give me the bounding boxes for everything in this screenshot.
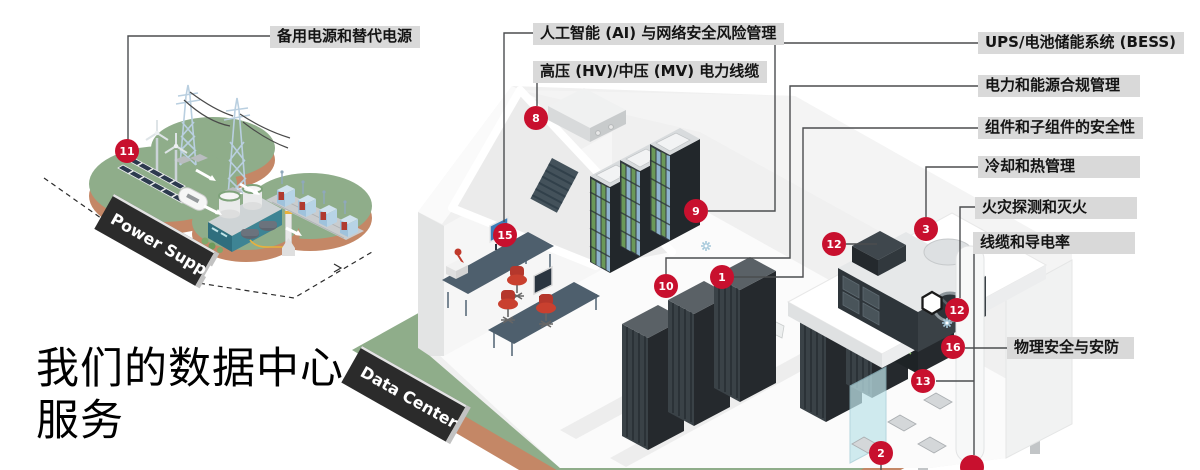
chimney-tower-icon — [241, 197, 295, 256]
label-cooling-thermal: 冷却和热管理 — [978, 156, 1140, 178]
desk-lamp-icon — [454, 248, 464, 264]
marker-12-fire: 12 — [945, 298, 969, 322]
marker-16-security: 16 — [941, 335, 965, 359]
transmission-towers-icon — [175, 84, 251, 197]
page-title: 我们的数据中心 服务 — [36, 344, 344, 447]
printer-icon — [446, 260, 468, 279]
label-backup-power: 备用电源和替代电源 — [270, 26, 421, 48]
marker-3-cooling: 3 — [914, 217, 938, 241]
page-title-line1: 我们的数据中心 — [36, 344, 344, 394]
marker-1-racks: 1 — [710, 265, 734, 289]
snowflake-icon — [701, 241, 711, 251]
transformer-units-icon — [266, 170, 364, 240]
marker-partial-bottom — [960, 455, 984, 470]
label-cables-conductivity: 线缆和导电率 — [973, 232, 1135, 254]
power-lines-icon — [183, 91, 291, 149]
hv-mv-cable-box — [548, 88, 626, 142]
hexagon-icon — [921, 290, 943, 316]
flow-arrows — [195, 168, 302, 236]
server-racks-front — [622, 257, 776, 450]
marker-13-cables: 13 — [911, 369, 935, 393]
connector-lines — [127, 32, 1007, 470]
label-physical-security: 物理安全与安防 — [1007, 337, 1134, 359]
vent-grille — [530, 158, 579, 213]
marker-15-ai-office: 15 — [493, 223, 517, 247]
snowflake-icon — [942, 318, 952, 328]
floor-vents — [851, 392, 953, 454]
marker-10-compliance: 10 — [654, 274, 678, 298]
label-fire-detection: 火灾探测和灭火 — [975, 197, 1137, 219]
label-ups-bess: UPS/电池储能系统 (BESS) — [978, 32, 1185, 54]
marker-9-ups: 9 — [684, 199, 708, 223]
marker-12-hvac: 12 — [822, 232, 846, 256]
ups-battery-racks — [589, 128, 700, 273]
wind-turbine-icon — [145, 120, 188, 184]
office-chair-icon — [498, 266, 556, 328]
power-supply-islands: Power Supply — [43, 84, 373, 299]
label-power-compliance: 电力和能源合规管理 — [978, 75, 1140, 97]
label-ai-cybersecurity: 人工智能 (AI) 与网络安全风险管理 — [533, 23, 785, 45]
hvac-unit-icon — [838, 231, 986, 352]
marker-2-floor: 2 — [869, 441, 893, 465]
label-component-safety: 组件和子组件的安全性 — [978, 117, 1144, 139]
marker-8-hv-mv: 8 — [524, 106, 548, 130]
dashed-arrow — [333, 263, 343, 273]
page-title-line2: 服务 — [36, 395, 124, 446]
label-hv-mv-cables: 高压 (HV)/中压 (MV) 电力线缆 — [533, 61, 768, 83]
marker-11-backup-power: 11 — [115, 139, 139, 163]
battery-storage-icon — [178, 187, 208, 211]
